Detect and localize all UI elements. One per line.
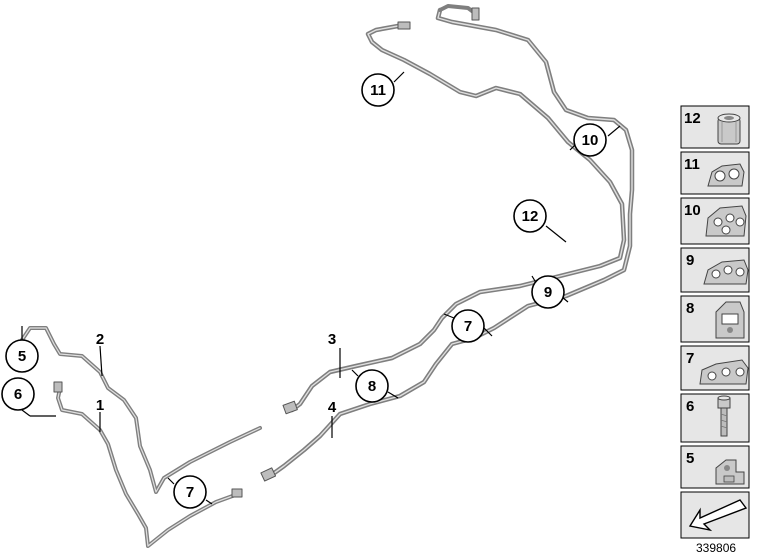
callout-10[interactable]: 10 <box>573 123 607 157</box>
callouts: 11 10 12 9 7 8 7 5 <box>1 73 607 509</box>
legend-item-7[interactable]: 7 <box>680 345 750 391</box>
callout-5[interactable]: 5 <box>5 339 39 373</box>
legend-item-11[interactable]: 11 <box>680 151 750 195</box>
callout-12[interactable]: 12 <box>513 199 547 233</box>
clip-triple-icon <box>703 259 749 285</box>
svg-text:9: 9 <box>544 284 552 301</box>
bolt-icon <box>717 395 731 437</box>
callout-8[interactable]: 8 <box>355 369 389 403</box>
label-3[interactable]: 3 <box>328 331 336 348</box>
label-2[interactable]: 2 <box>96 331 104 348</box>
legend-item-12[interactable]: 12 <box>680 105 750 149</box>
leader-lines <box>21 71 621 505</box>
svg-text:9: 9 <box>686 252 694 269</box>
clip-quad-icon <box>705 205 747 237</box>
svg-text:6: 6 <box>686 398 694 415</box>
svg-text:8: 8 <box>368 378 376 395</box>
svg-text:5: 5 <box>18 348 26 365</box>
svg-text:11: 11 <box>370 82 386 99</box>
clip-double-icon <box>707 163 745 187</box>
parts-legend: 12 11 10 <box>680 105 750 539</box>
callout-9[interactable]: 9 <box>531 275 565 309</box>
svg-text:12: 12 <box>522 208 539 225</box>
upper-pipe-pair <box>260 4 635 482</box>
callout-6[interactable]: 6 <box>1 377 35 411</box>
legend-item-5[interactable]: 5 <box>680 445 750 489</box>
svg-text:5: 5 <box>686 450 694 467</box>
svg-text:10: 10 <box>684 202 701 219</box>
legend-item-9[interactable]: 9 <box>680 247 750 293</box>
callout-11[interactable]: 11 <box>361 73 395 107</box>
front-pipe-pair <box>16 326 262 548</box>
label-4[interactable]: 4 <box>328 399 337 416</box>
svg-text:8: 8 <box>686 300 694 317</box>
plain-labels: 1 2 3 4 <box>96 331 337 416</box>
svg-text:7: 7 <box>186 484 194 501</box>
svg-text:12: 12 <box>684 110 701 127</box>
svg-text:11: 11 <box>684 156 700 173</box>
svg-text:7: 7 <box>464 318 472 335</box>
legend-item-10[interactable]: 10 <box>680 197 750 245</box>
arrow-icon <box>688 499 748 532</box>
svg-text:6: 6 <box>14 386 22 403</box>
legend-item-6[interactable]: 6 <box>680 393 750 443</box>
bracket-nut-icon <box>715 459 745 485</box>
clip-holder-icon <box>699 359 749 385</box>
svg-text:7: 7 <box>686 350 694 367</box>
callout-7-center[interactable]: 7 <box>451 309 485 343</box>
callout-7-front[interactable]: 7 <box>173 475 207 509</box>
svg-text:10: 10 <box>582 132 599 149</box>
reference-number: 339806 <box>696 541 736 555</box>
sleeve-icon <box>717 113 741 145</box>
pipe-group <box>16 4 635 548</box>
legend-arrow-box[interactable] <box>680 491 750 539</box>
clip-bracket-icon <box>715 301 745 339</box>
label-1[interactable]: 1 <box>96 397 104 414</box>
legend-item-8[interactable]: 8 <box>680 295 750 343</box>
